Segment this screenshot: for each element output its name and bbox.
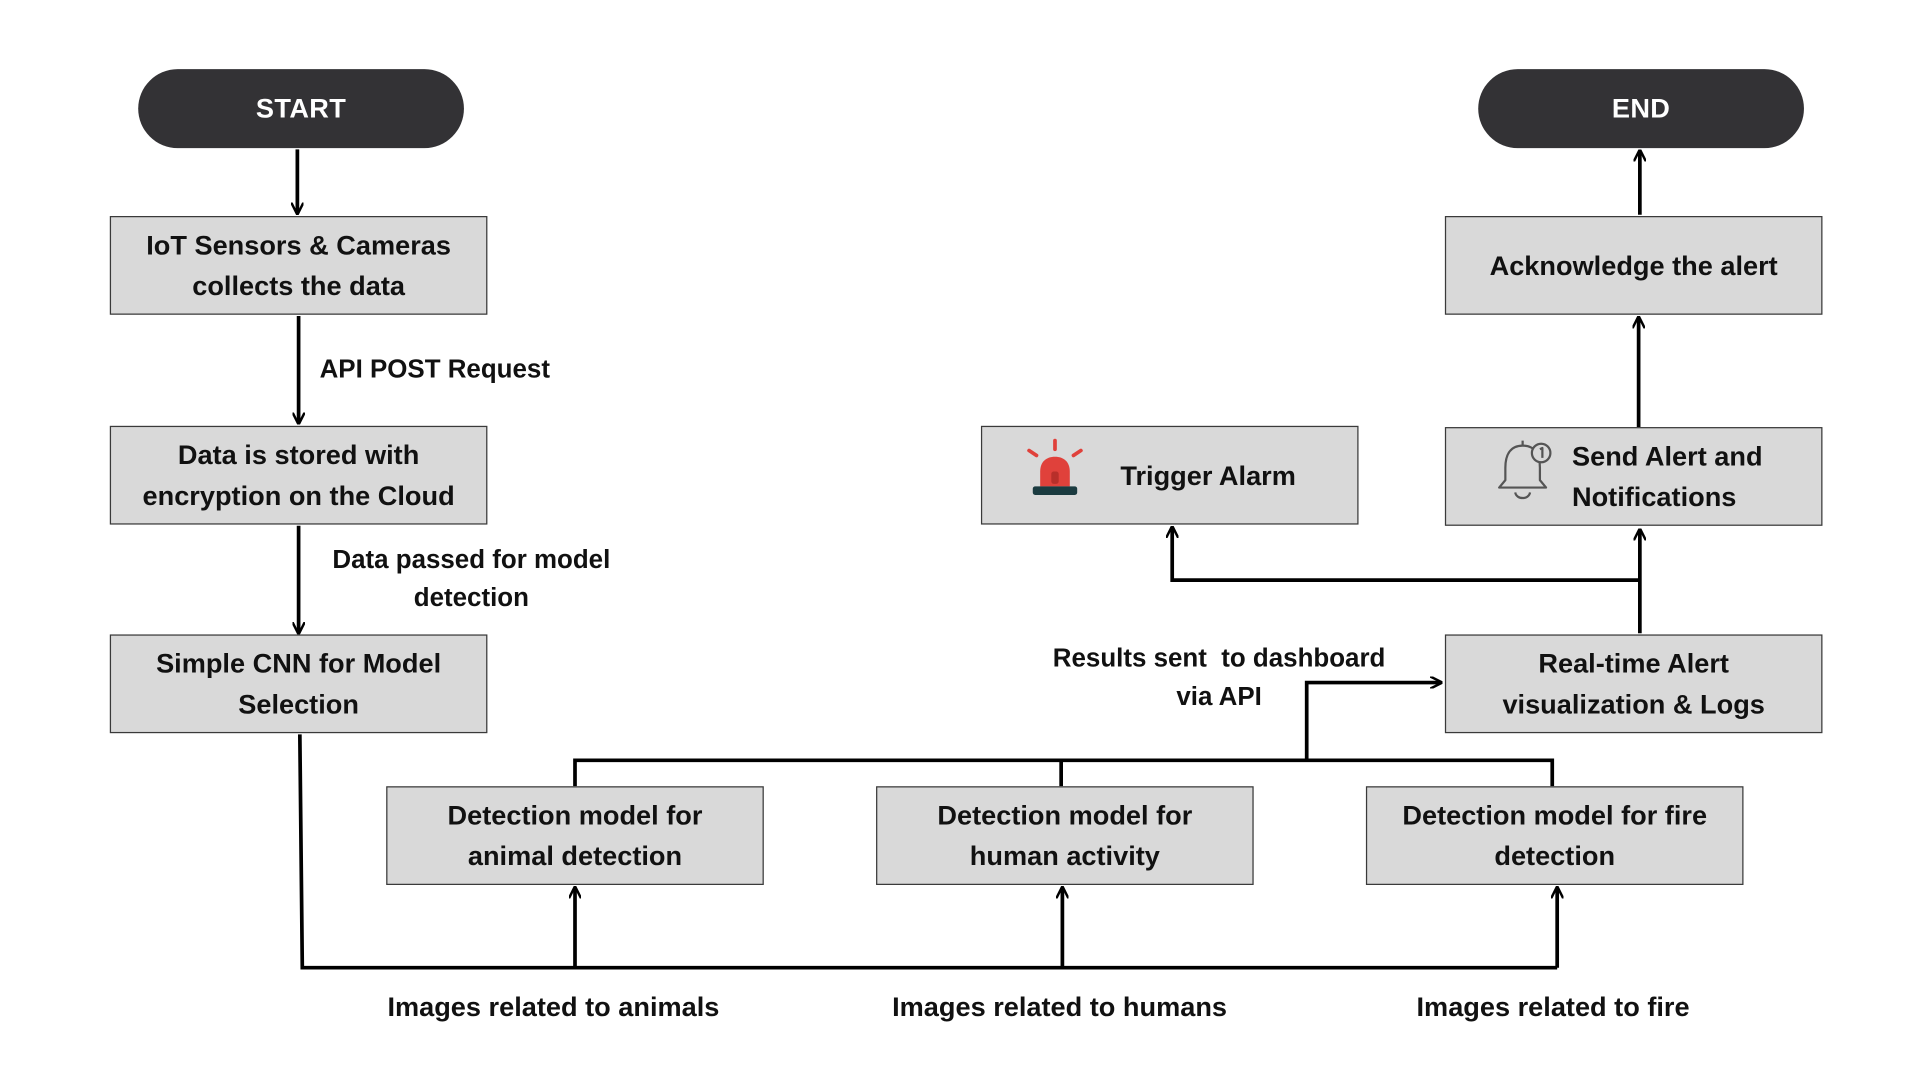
cnn-line-2: Selection bbox=[238, 688, 359, 720]
alarm-node: Trigger Alarm bbox=[980, 425, 1359, 525]
fire-model-line-1: Detection model for fire bbox=[1402, 799, 1708, 831]
fire-model-line-2: detection bbox=[1494, 840, 1616, 872]
animal-model-line-1: Detection model for bbox=[447, 799, 703, 831]
animal-model-line-2: animal detection bbox=[467, 840, 683, 872]
start-node: START bbox=[138, 69, 464, 149]
model-detection-line-2: detection bbox=[413, 583, 529, 613]
human-model-node: Detection model for human activity bbox=[876, 786, 1254, 885]
model-detection-line-1: Data passed for model bbox=[332, 545, 611, 574]
line-cnn-to-models bbox=[297, 734, 1558, 970]
results-line-1: Results sent to dashboard bbox=[1052, 644, 1386, 673]
iot-line-2: collects the data bbox=[192, 270, 405, 302]
start-label: START bbox=[255, 92, 347, 124]
alarm-siren-icon bbox=[1027, 438, 1083, 495]
cloud-line-2: encryption on the Cloud bbox=[142, 480, 455, 512]
notify-line-1: Send Alert and bbox=[1571, 440, 1763, 472]
end-node: END bbox=[1478, 69, 1804, 149]
iot-line-1: IoT Sensors & Cameras bbox=[146, 229, 451, 261]
end-label: END bbox=[1611, 92, 1671, 124]
fire-images-label: Images related to fire bbox=[1416, 991, 1690, 1023]
realtime-line-1: Real-time Alert bbox=[1538, 648, 1729, 679]
bell-notification-icon bbox=[1498, 440, 1552, 500]
human-model-line-2: human activity bbox=[969, 840, 1160, 872]
notify-node: Send Alert and Notifications bbox=[1444, 427, 1823, 526]
fire-model-node: Detection model for fire detection bbox=[1365, 786, 1744, 885]
results-line-2: via API bbox=[1176, 682, 1262, 711]
cloud-node: Data is stored with encryption on the Cl… bbox=[109, 425, 488, 525]
notify-line-2: Notifications bbox=[1571, 481, 1737, 513]
arrow-to-alarm bbox=[1172, 527, 1640, 582]
human-model-line-1: Detection model for bbox=[937, 799, 1193, 831]
cnn-line-1: Simple CNN for Model bbox=[156, 648, 442, 679]
arrow-to-realtime bbox=[1304, 683, 1441, 761]
realtime-line-2: visualization & Logs bbox=[1502, 688, 1765, 720]
results-label: Results sent to dashboard via API bbox=[1034, 639, 1404, 716]
realtime-node: Real-time Alert visualization & Logs bbox=[1444, 634, 1823, 734]
cloud-line-1: Data is stored with bbox=[177, 439, 420, 471]
humans-images-label: Images related to humans bbox=[892, 991, 1228, 1023]
model-detection-label: Data passed for model detection bbox=[318, 541, 624, 618]
cnn-node: Simple CNN for Model Selection bbox=[109, 634, 488, 734]
animal-model-node: Detection model for animal detection bbox=[386, 786, 764, 885]
ack-node: Acknowledge the alert bbox=[1444, 216, 1823, 315]
api-post-label: API POST Request bbox=[319, 355, 550, 384]
animals-images-label: Images related to animals bbox=[387, 991, 720, 1023]
iot-node: IoT Sensors & Cameras collects the data bbox=[109, 216, 488, 315]
line-models-bus bbox=[573, 758, 1555, 787]
ack-label: Acknowledge the alert bbox=[1489, 249, 1778, 281]
alarm-label: Trigger Alarm bbox=[1120, 460, 1296, 492]
